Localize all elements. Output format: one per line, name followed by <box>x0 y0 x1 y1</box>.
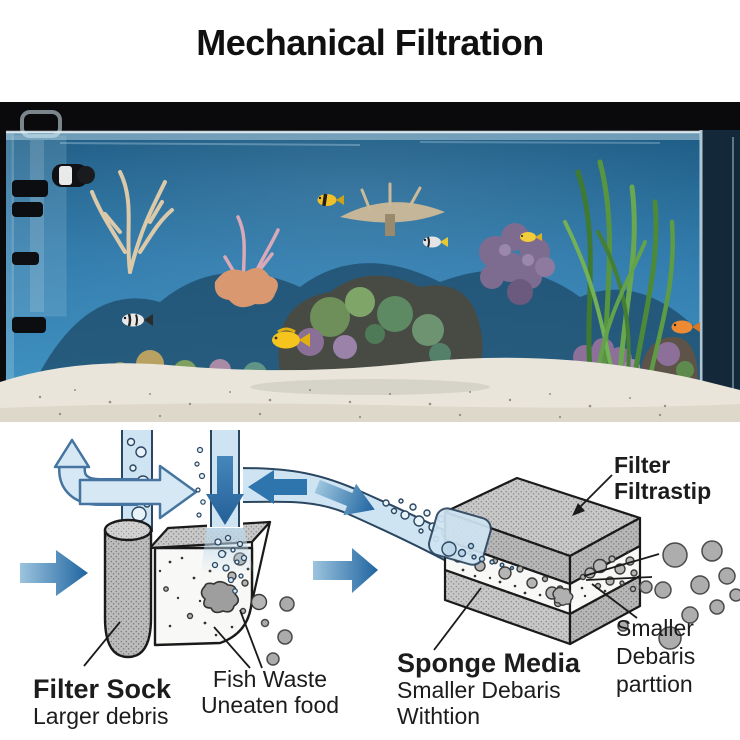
fish-waste-line1: Fish Waste <box>212 666 328 692</box>
page-title: Mechanical Filtration <box>196 22 544 63</box>
leader-lines <box>83 474 660 669</box>
seagrass <box>563 159 675 380</box>
label-fish-waste: Fish Waste Uneaten food <box>189 666 351 718</box>
flow-right-outline-arrow-icon <box>78 464 198 520</box>
aquarium-photo-svg <box>0 102 740 422</box>
yellow-tang <box>272 327 310 349</box>
orange-fish <box>671 320 700 334</box>
drop-pipe-bubbles <box>194 446 206 518</box>
flow-downright-arrow-icon <box>314 479 375 516</box>
flow-left-arrow-icon <box>248 470 307 504</box>
filter-sock-title: Filter Sock <box>33 674 172 704</box>
striped-fish <box>122 313 153 327</box>
fish-waste-line2: Uneaten food <box>200 692 340 718</box>
drop-pipe <box>194 430 244 528</box>
sand-bed <box>0 357 740 422</box>
aquarium-photo <box>0 102 740 422</box>
smaller-debris-line2: Debaris <box>616 643 696 669</box>
filter-strip-line1: Filter <box>614 452 671 478</box>
sponge-media-title: Sponge Media <box>397 648 581 678</box>
striped-fish-2 <box>423 236 448 248</box>
filter-strip-line2: Filtrastip <box>614 478 712 504</box>
water-surface <box>6 130 702 146</box>
waste-blob <box>200 580 240 614</box>
sponge-media-line2: Withtion <box>397 703 481 729</box>
label-sponge-media: Sponge Media Smaller Debaris Withtion <box>397 649 580 729</box>
filtration-diagram-svg <box>20 430 740 669</box>
flow-down-arrow-icon <box>206 456 244 525</box>
small-yellow-fish <box>520 232 542 242</box>
midflow-arrow-icon <box>313 548 378 593</box>
smaller-debris-line1: Smaller <box>616 615 694 641</box>
falling-debris-dots <box>260 596 295 666</box>
inlet-spray <box>201 526 254 594</box>
label-filter-sock: Filter Sock Larger debris <box>33 675 171 729</box>
sponge-media-line1: Smaller Debaris <box>397 677 561 703</box>
label-filter-strip: Filter Filtrastip <box>614 452 711 504</box>
label-smaller-debris: Smaller Debaris parttion <box>616 614 695 698</box>
smaller-debris-line3: parttion <box>616 671 693 697</box>
fish <box>122 193 700 349</box>
purple-coral <box>479 223 555 305</box>
tank-glass-right <box>699 130 740 422</box>
endcap-bubbles <box>441 541 515 571</box>
inflow-arrow-icon <box>20 550 88 596</box>
filter-sock-subtitle: Larger debris <box>33 703 169 729</box>
butterflyfish <box>317 193 344 207</box>
leader-arrowhead <box>572 503 585 516</box>
escaped-debris-dots <box>617 540 740 650</box>
filtration-diagram <box>0 430 740 740</box>
debris-splat <box>552 587 574 606</box>
tank-equipment <box>6 110 95 422</box>
